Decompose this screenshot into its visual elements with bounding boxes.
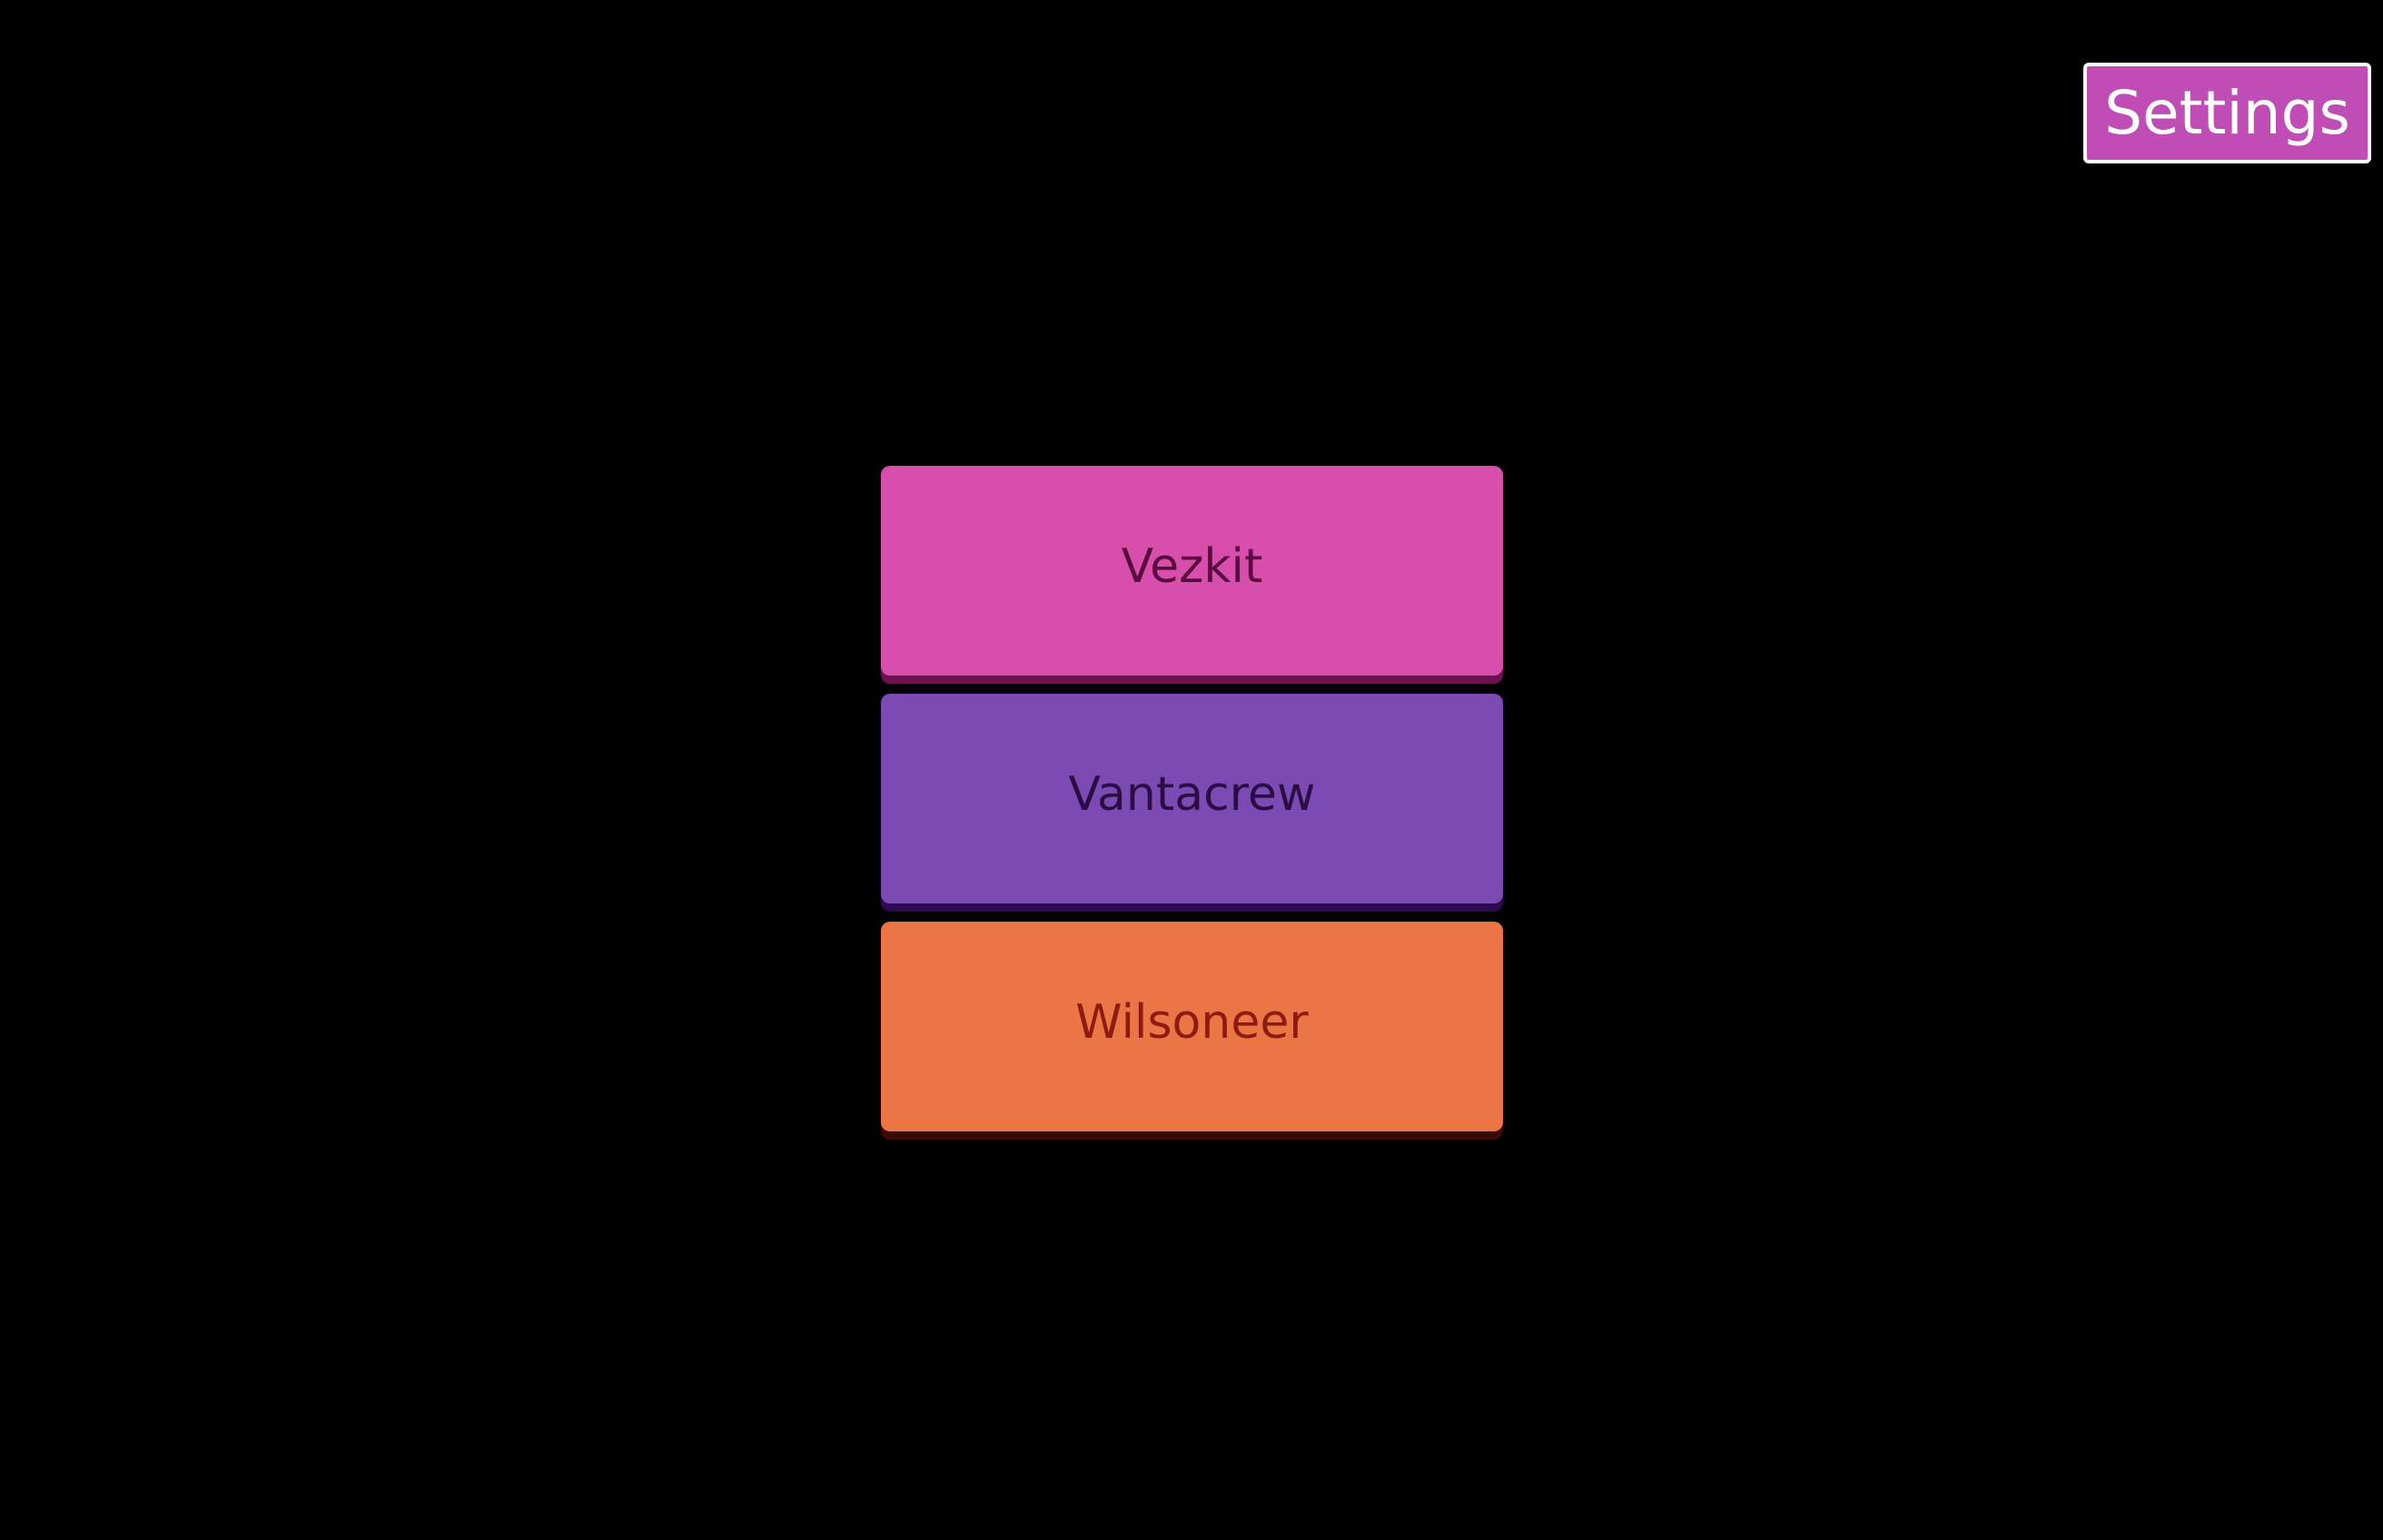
menu-button-label: Vezkit: [1121, 539, 1263, 594]
menu-button-vantacrew[interactable]: Vantacrew: [881, 694, 1503, 903]
menu-button-vezkit[interactable]: Vezkit: [881, 466, 1503, 676]
settings-button[interactable]: Settings: [2083, 63, 2371, 163]
menu-button-label: Wilsoneer: [1075, 995, 1309, 1050]
menu-button-label: Vantacrew: [1068, 767, 1316, 822]
menu-button-wilsoneer[interactable]: Wilsoneer: [881, 922, 1503, 1131]
main-menu: Vezkit Vantacrew Wilsoneer: [881, 466, 1503, 1150]
